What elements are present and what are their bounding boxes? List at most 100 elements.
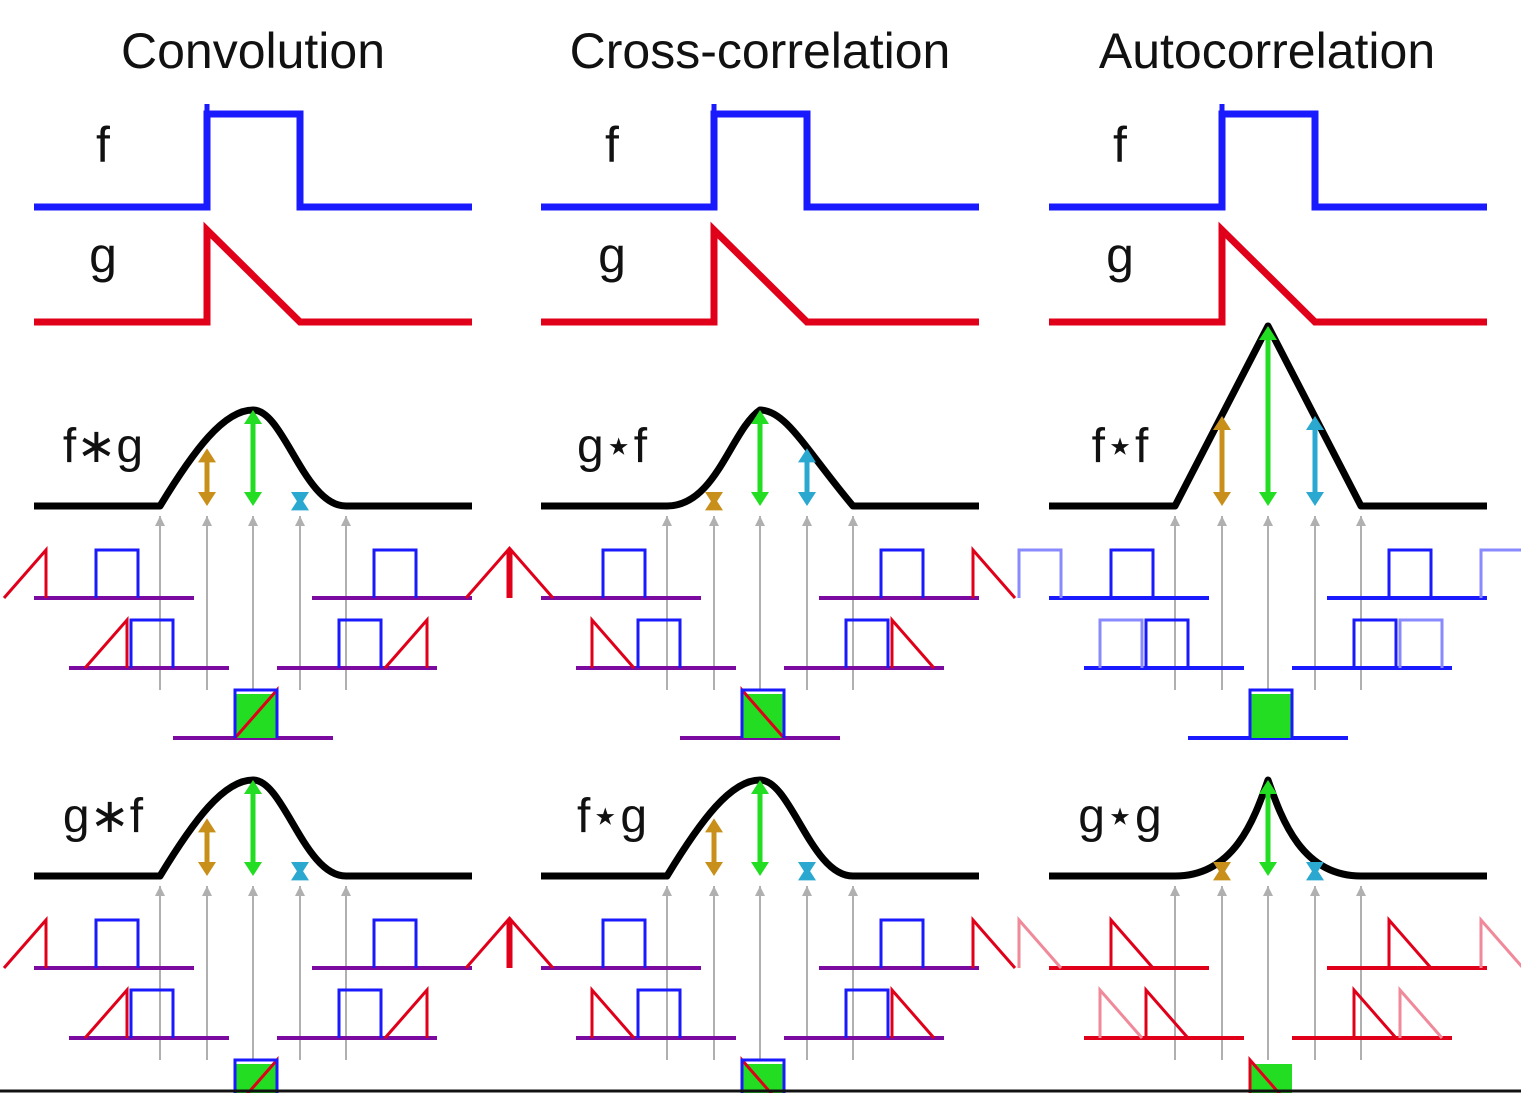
overlay-panel bbox=[1248, 1056, 1292, 1093]
result-autocorrelation-1 bbox=[1017, 776, 1521, 1093]
result-label: f⋆g bbox=[577, 790, 647, 843]
guide-arrowhead bbox=[662, 516, 672, 526]
plot-graphics bbox=[2, 104, 1521, 1093]
guide-arrowhead bbox=[295, 886, 305, 896]
guide-arrowhead bbox=[155, 516, 165, 526]
guide-arrowhead bbox=[248, 886, 258, 896]
value-marker bbox=[198, 448, 216, 506]
guide-arrowhead bbox=[709, 516, 719, 526]
moving-g bbox=[971, 546, 1017, 599]
marker-arrow-down bbox=[1259, 862, 1277, 876]
overlay-panel bbox=[2, 916, 194, 970]
value-marker bbox=[798, 448, 816, 506]
moving-g bbox=[83, 616, 129, 669]
moving-f bbox=[1017, 548, 1063, 598]
moving-g bbox=[83, 986, 129, 1039]
fixed-f bbox=[94, 548, 140, 598]
value-marker bbox=[798, 862, 816, 881]
result-curve bbox=[34, 406, 472, 510]
overlay-panel bbox=[2, 546, 194, 600]
marker-arrow-down bbox=[1213, 862, 1231, 876]
marker-arrow-up bbox=[751, 410, 769, 424]
overlay-panel bbox=[784, 616, 944, 670]
guide-arrowhead bbox=[1310, 516, 1320, 526]
guide-arrowhead bbox=[848, 886, 858, 896]
value-marker bbox=[1306, 416, 1324, 506]
marker-arrow-down bbox=[198, 862, 216, 876]
g-label: g bbox=[598, 227, 626, 283]
guide-arrowhead bbox=[1356, 886, 1366, 896]
moving-g bbox=[464, 916, 510, 969]
f-rect-pulse bbox=[541, 110, 979, 211]
guide-arrowhead bbox=[1356, 516, 1366, 526]
value-marker bbox=[244, 410, 262, 506]
moving-f bbox=[1398, 618, 1444, 668]
overlay-panel bbox=[819, 916, 1017, 970]
moving-g bbox=[383, 616, 429, 669]
marker-arrow-up bbox=[198, 448, 216, 463]
fixed-f bbox=[372, 918, 418, 968]
fixed-f bbox=[372, 548, 418, 598]
moving-g bbox=[590, 616, 636, 669]
overlay-panel bbox=[1084, 618, 1244, 670]
column-title: Cross-correlation bbox=[570, 23, 951, 79]
value-marker bbox=[705, 818, 723, 876]
moving-g bbox=[2, 916, 48, 969]
overlay-panel bbox=[1188, 688, 1348, 740]
result-label: f⋆f bbox=[1092, 420, 1149, 473]
overlay-panel bbox=[69, 616, 229, 670]
result-convolution-0 bbox=[2, 406, 510, 740]
guide-arrowhead bbox=[295, 516, 305, 526]
marker-arrow-down bbox=[1259, 492, 1277, 506]
guide-arrowhead bbox=[202, 886, 212, 896]
moving-f bbox=[1098, 618, 1144, 668]
fixed-f bbox=[94, 918, 140, 968]
marker-arrow-down bbox=[798, 862, 816, 876]
g-label: g bbox=[1106, 227, 1134, 283]
overlay-panel bbox=[819, 546, 1017, 600]
value-marker bbox=[1213, 416, 1231, 506]
moving-g bbox=[890, 616, 936, 669]
moving-g bbox=[509, 916, 555, 969]
guide-arrowhead bbox=[802, 886, 812, 896]
marker-arrow-down bbox=[291, 492, 309, 506]
fixed-f bbox=[337, 988, 383, 1038]
guide-arrowhead bbox=[848, 516, 858, 526]
marker-arrow-up bbox=[1306, 416, 1324, 430]
fixed-f bbox=[1109, 548, 1155, 598]
marker-arrow-down bbox=[1306, 862, 1324, 876]
guide-arrowhead bbox=[248, 516, 258, 526]
moving-g bbox=[2, 546, 48, 599]
marker-arrow-down bbox=[705, 862, 723, 876]
fixed-f bbox=[233, 1058, 279, 1093]
fixed-g bbox=[1352, 986, 1398, 1039]
overlay-panel bbox=[69, 986, 229, 1040]
moving-g bbox=[1398, 986, 1444, 1039]
overlay-panel bbox=[277, 986, 437, 1040]
marker-arrow-up bbox=[198, 818, 216, 833]
fixed-f bbox=[601, 918, 647, 968]
overlay-panel bbox=[1327, 548, 1521, 600]
overlay-panel bbox=[509, 546, 701, 600]
overlay-panel bbox=[1292, 986, 1452, 1040]
marker-arrow-up bbox=[705, 818, 723, 833]
overlay-panel bbox=[1327, 916, 1521, 970]
fixed-f bbox=[740, 1058, 786, 1093]
guide-arrowhead bbox=[709, 886, 719, 896]
input-functions bbox=[541, 104, 979, 326]
result-cross-correlation-0 bbox=[509, 406, 1017, 740]
guide-arrowhead bbox=[1170, 886, 1180, 896]
overlay-panel bbox=[1017, 916, 1209, 970]
fixed-g bbox=[1144, 986, 1190, 1039]
moving-g bbox=[509, 546, 555, 599]
result-curve bbox=[541, 776, 979, 880]
fixed-f bbox=[233, 688, 279, 738]
value-marker bbox=[751, 410, 769, 506]
f-rect-pulse bbox=[34, 110, 472, 211]
marker-arrow-up bbox=[1213, 416, 1231, 430]
moving-g bbox=[464, 546, 510, 599]
fixed-f bbox=[129, 618, 175, 668]
overlay-panel bbox=[784, 986, 944, 1040]
g-sawtooth-pulse bbox=[34, 221, 472, 326]
guide-arrowhead bbox=[662, 886, 672, 896]
